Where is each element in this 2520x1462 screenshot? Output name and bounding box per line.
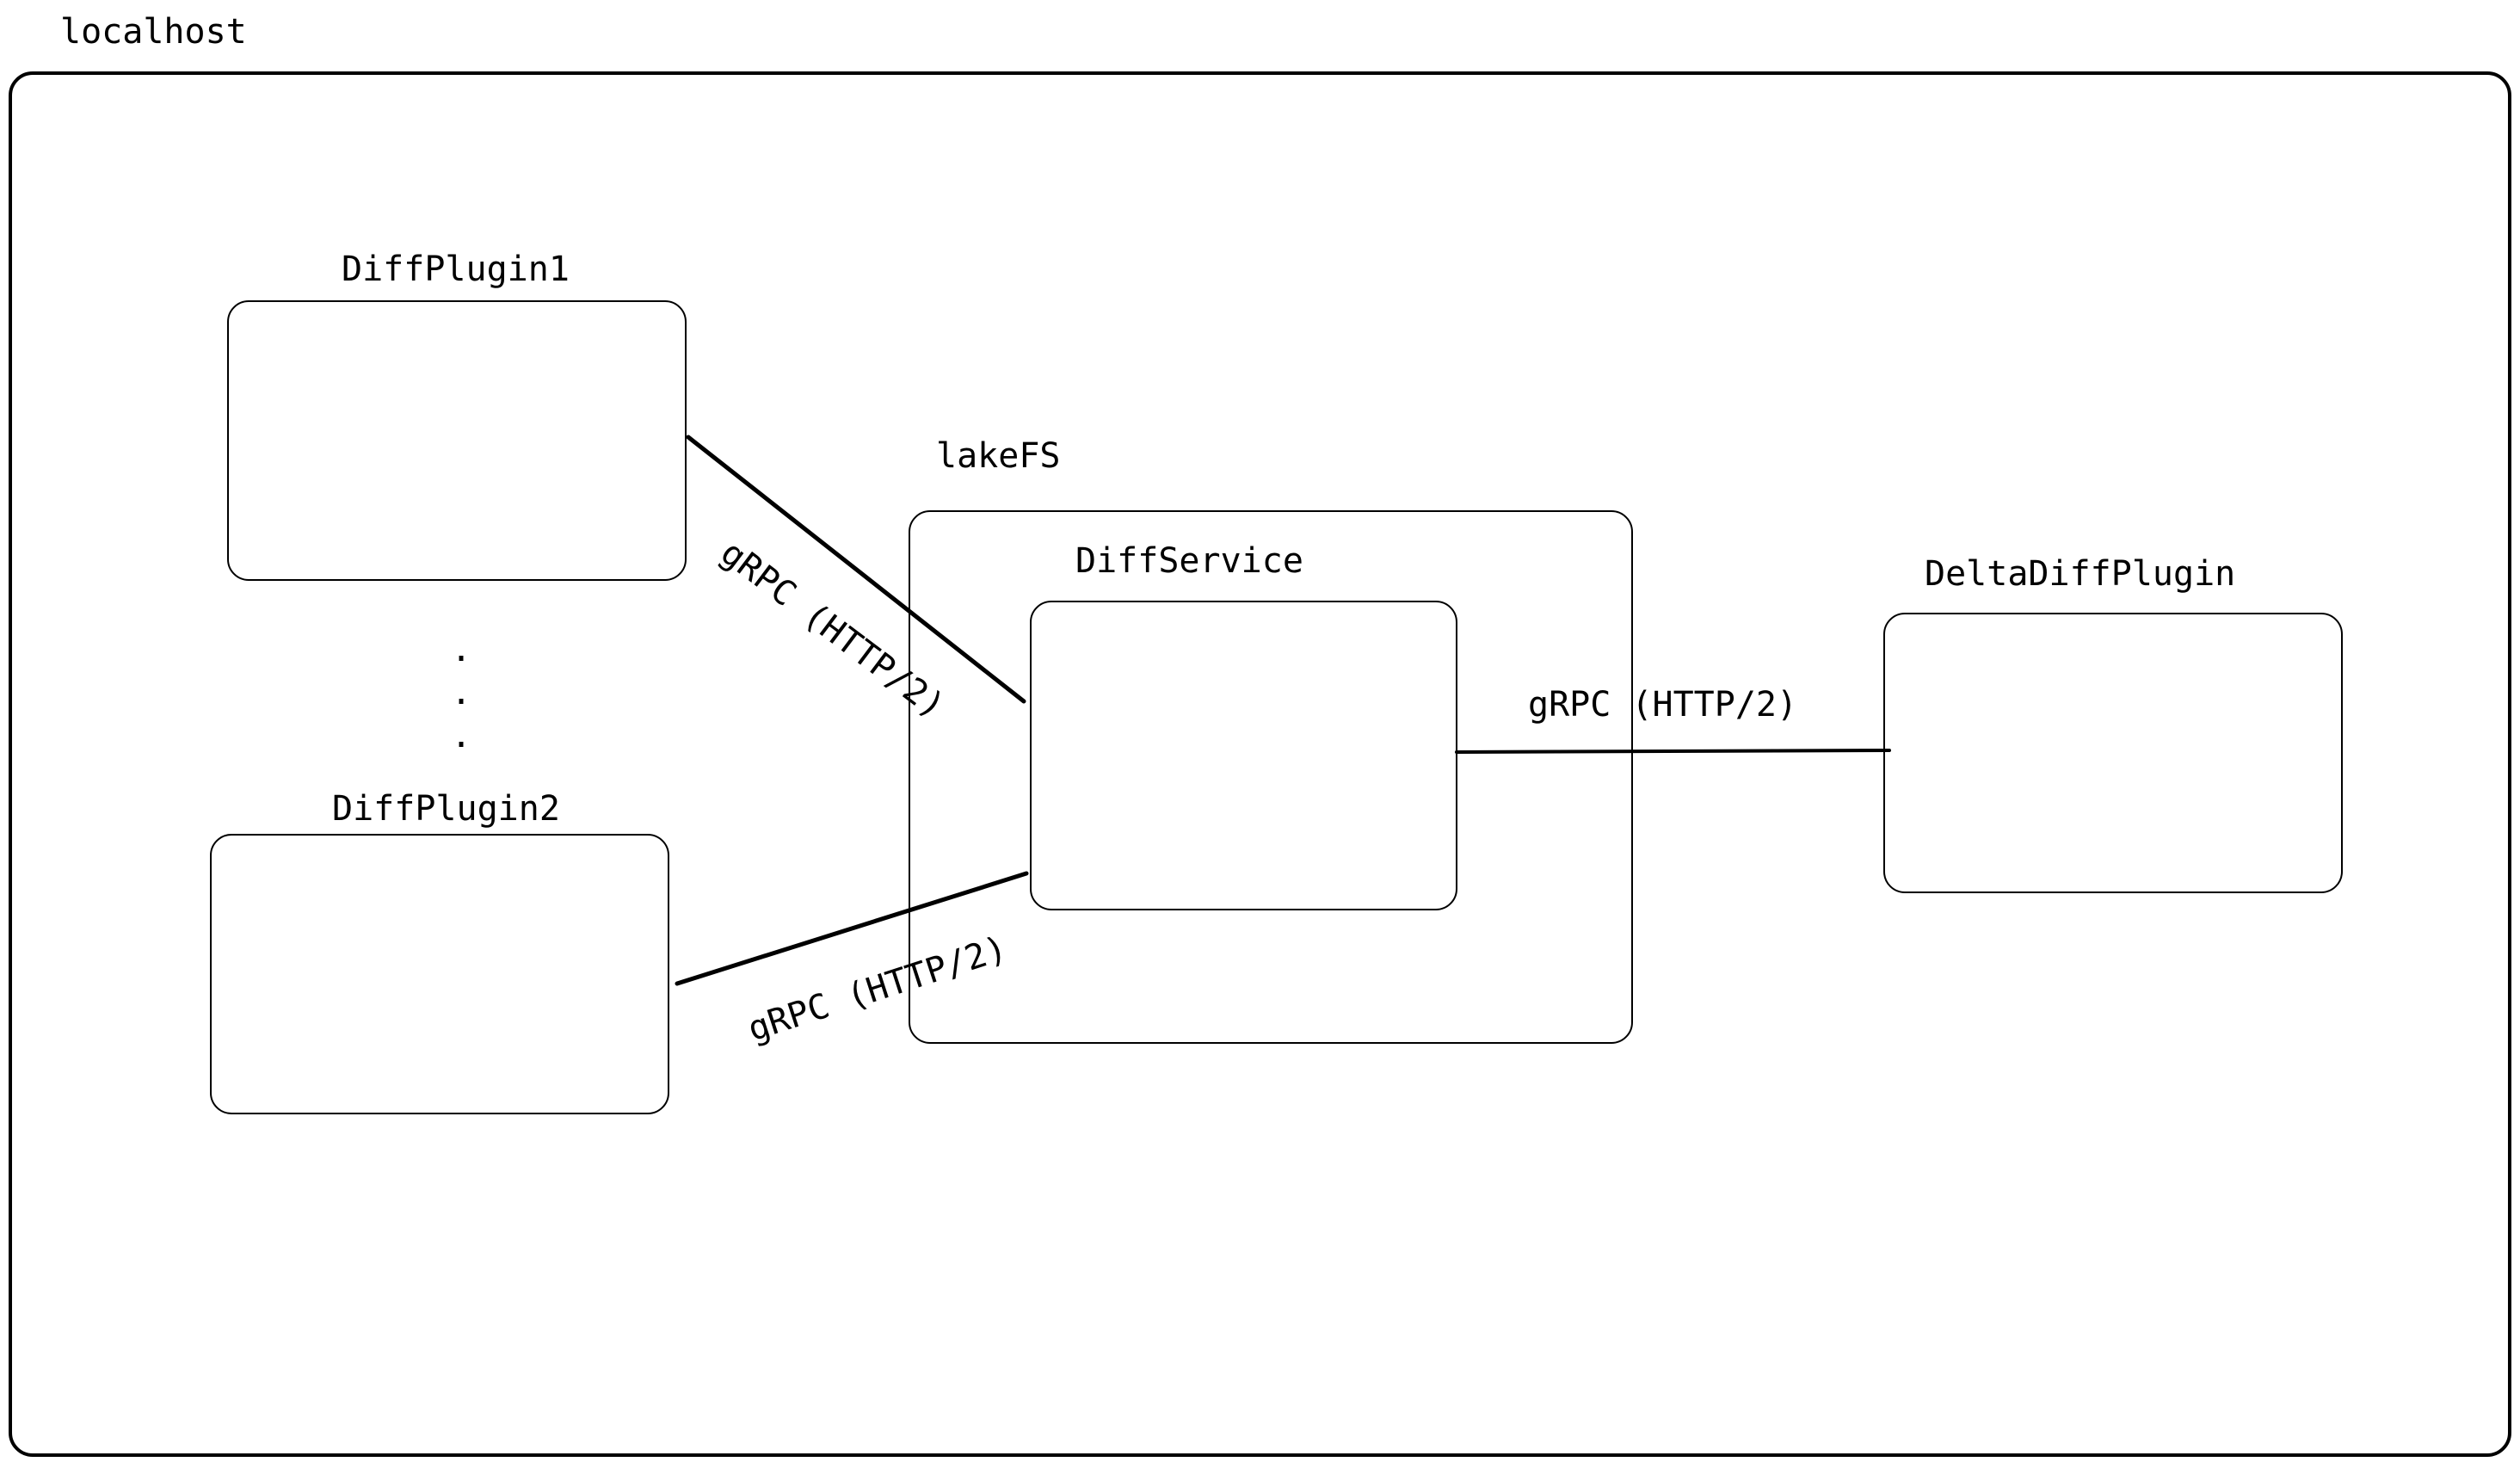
localhost-frame xyxy=(9,71,2511,1457)
localhost-label: localhost xyxy=(60,12,247,52)
diff-plugin-2-label: DiffPlugin2 xyxy=(332,789,560,829)
edge-label-plugin2: gRPC (HTTP/2) xyxy=(743,928,1012,1049)
lakefs-box xyxy=(909,510,1633,1044)
edge-plugin1-to-service xyxy=(686,435,1026,704)
delta-diff-plugin-box xyxy=(1883,613,2343,893)
edge-plugin2-to-service xyxy=(675,871,1029,986)
lakefs-label: lakeFS xyxy=(936,436,1061,476)
edge-label-plugin1: gRPC (HTTP/2) xyxy=(713,533,952,726)
ellipsis-dot-3: . xyxy=(451,716,471,756)
ellipsis-dot-1: . xyxy=(451,630,471,669)
diff-service-label: DiffService xyxy=(1075,541,1303,581)
delta-diff-plugin-label: DeltaDiffPlugin xyxy=(1925,554,2235,594)
diff-service-box xyxy=(1030,601,1457,910)
edge-service-to-delta xyxy=(1455,749,1891,754)
ellipsis-dot-2: . xyxy=(451,673,471,712)
diff-plugin-2-box xyxy=(210,834,669,1114)
diff-plugin-1-box xyxy=(227,300,687,581)
edge-label-delta: gRPC (HTTP/2) xyxy=(1528,685,1797,725)
diff-plugin-1-label: DiffPlugin1 xyxy=(342,250,570,289)
